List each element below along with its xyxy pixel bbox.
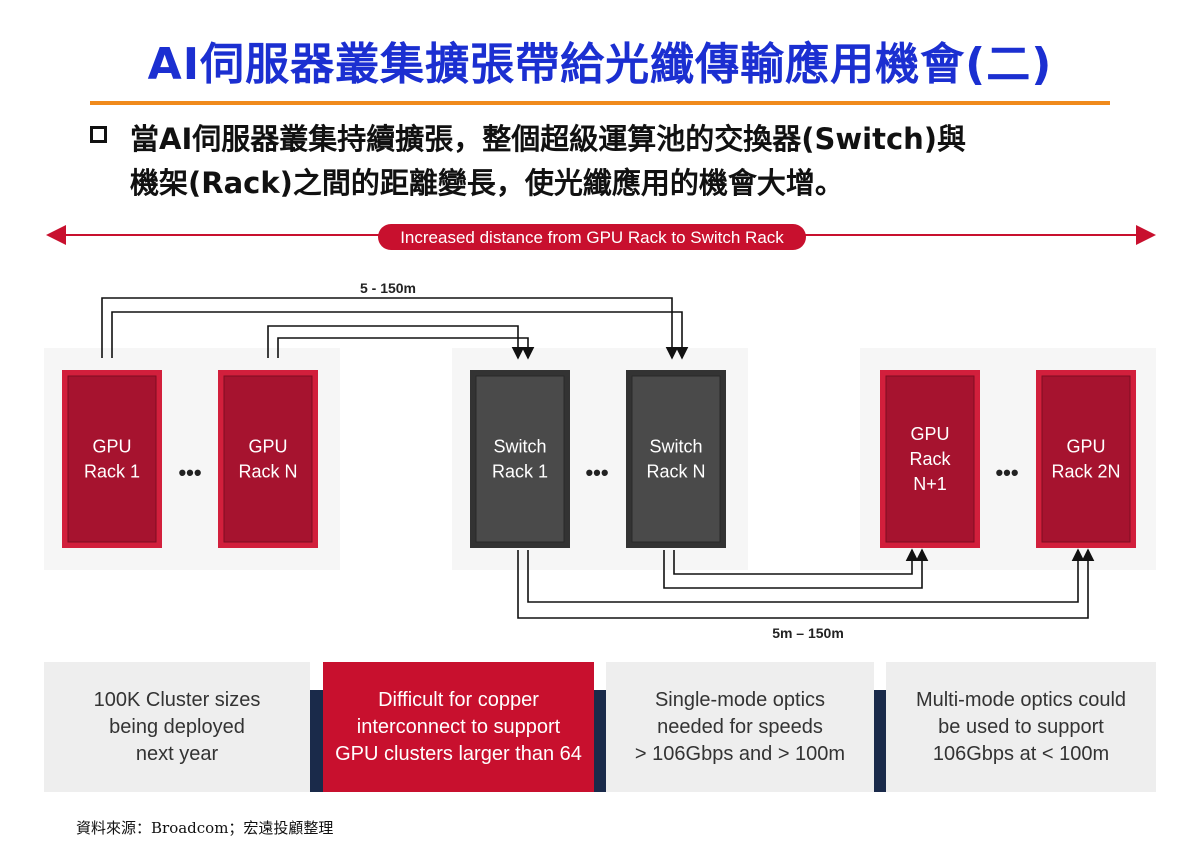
panel-divider xyxy=(874,690,886,792)
panel-text-line: 100K Cluster sizes xyxy=(93,688,261,711)
rack-label: Switch xyxy=(649,437,702,457)
rack-body xyxy=(223,375,313,543)
panel-text-line: 106Gbps at < 100m xyxy=(932,742,1110,765)
ellipsis-switch: ••• xyxy=(585,460,608,485)
rack-distance-diagram: Increased distance from GPU Rack to Swit… xyxy=(44,224,1156,641)
rack-label: GPU xyxy=(910,424,949,444)
gpu-rack-6: GPU Rack 2N xyxy=(1036,370,1136,548)
gpu-rack-1: GPU Rack 1 xyxy=(62,370,162,548)
panel-text-line: > 106Gbps and > 100m xyxy=(634,742,846,765)
panel-text-line: Multi-mode optics could xyxy=(915,688,1127,711)
info-panel-single-mode: Single-mode optics needed for speeds > 1… xyxy=(606,662,874,792)
rack-label: Rack N xyxy=(646,462,705,482)
rack-label: GPU xyxy=(92,437,131,457)
rack-label: Rack 1 xyxy=(84,462,140,482)
info-panel-cluster-size: 100K Cluster sizes being deployed next y… xyxy=(44,662,310,792)
rack-body xyxy=(475,375,565,543)
rack-body xyxy=(885,375,975,543)
panel-text-line: be used to support xyxy=(938,715,1104,738)
rack-label: GPU xyxy=(1066,437,1105,457)
rack-label: Switch xyxy=(493,437,546,457)
panel-text-line: Difficult for copper xyxy=(378,688,539,711)
rack-label: Rack xyxy=(909,449,951,469)
info-panel-copper: Difficult for copper interconnect to sup… xyxy=(323,662,594,792)
bottom-distance-label: 5m – 150m xyxy=(772,625,844,641)
square-bullet-icon xyxy=(90,126,107,143)
page-title: AI伺服器叢集擴張帶給光纖傳輸應用機會(二) xyxy=(147,39,1053,90)
ellipsis-gpu-left: ••• xyxy=(178,460,201,485)
bullet-text-line-2: 機架(Rack)之間的距離變長，使光纖應用的機會大增。 xyxy=(130,166,844,200)
source-note: 資料來源：Broadcom；宏遠投顧整理 xyxy=(76,819,334,837)
rack-body xyxy=(1041,375,1131,543)
bottom-connections xyxy=(517,548,1095,619)
top-connections xyxy=(101,297,689,360)
rack-label: Rack N xyxy=(238,462,297,482)
panel-text-line: GPU clusters larger than 64 xyxy=(335,742,582,765)
info-panel-multi-mode: Multi-mode optics could be used to suppo… xyxy=(886,662,1156,792)
panel-divider xyxy=(310,690,323,792)
panel-text-line: interconnect to support xyxy=(356,715,561,738)
distance-banner-label: Increased distance from GPU Rack to Swit… xyxy=(400,228,784,247)
distance-banner xyxy=(378,224,806,250)
bullet-text-line-1: 當AI伺服器叢集持續擴張，整個超級運算池的交換器(Switch)與 xyxy=(130,122,967,156)
rack-body xyxy=(67,375,157,543)
top-distance-label: 5 - 150m xyxy=(360,280,416,296)
panel-text-line: being deployed xyxy=(109,715,245,738)
ellipsis-gpu-right: ••• xyxy=(995,460,1018,485)
rack-label: Rack 1 xyxy=(492,462,548,482)
rack-label: GPU xyxy=(248,437,287,457)
panel-text-line: needed for speeds xyxy=(657,715,823,738)
rack-body xyxy=(631,375,721,543)
panel-text-line: next year xyxy=(135,742,219,765)
panel-text-line: Single-mode optics xyxy=(654,688,826,711)
gpu-rack-2: GPU Rack N xyxy=(218,370,318,548)
rack-label: Rack 2N xyxy=(1051,462,1120,482)
panel-divider xyxy=(594,690,606,792)
rack-label: N+1 xyxy=(913,474,947,494)
title-underline xyxy=(90,101,1110,105)
